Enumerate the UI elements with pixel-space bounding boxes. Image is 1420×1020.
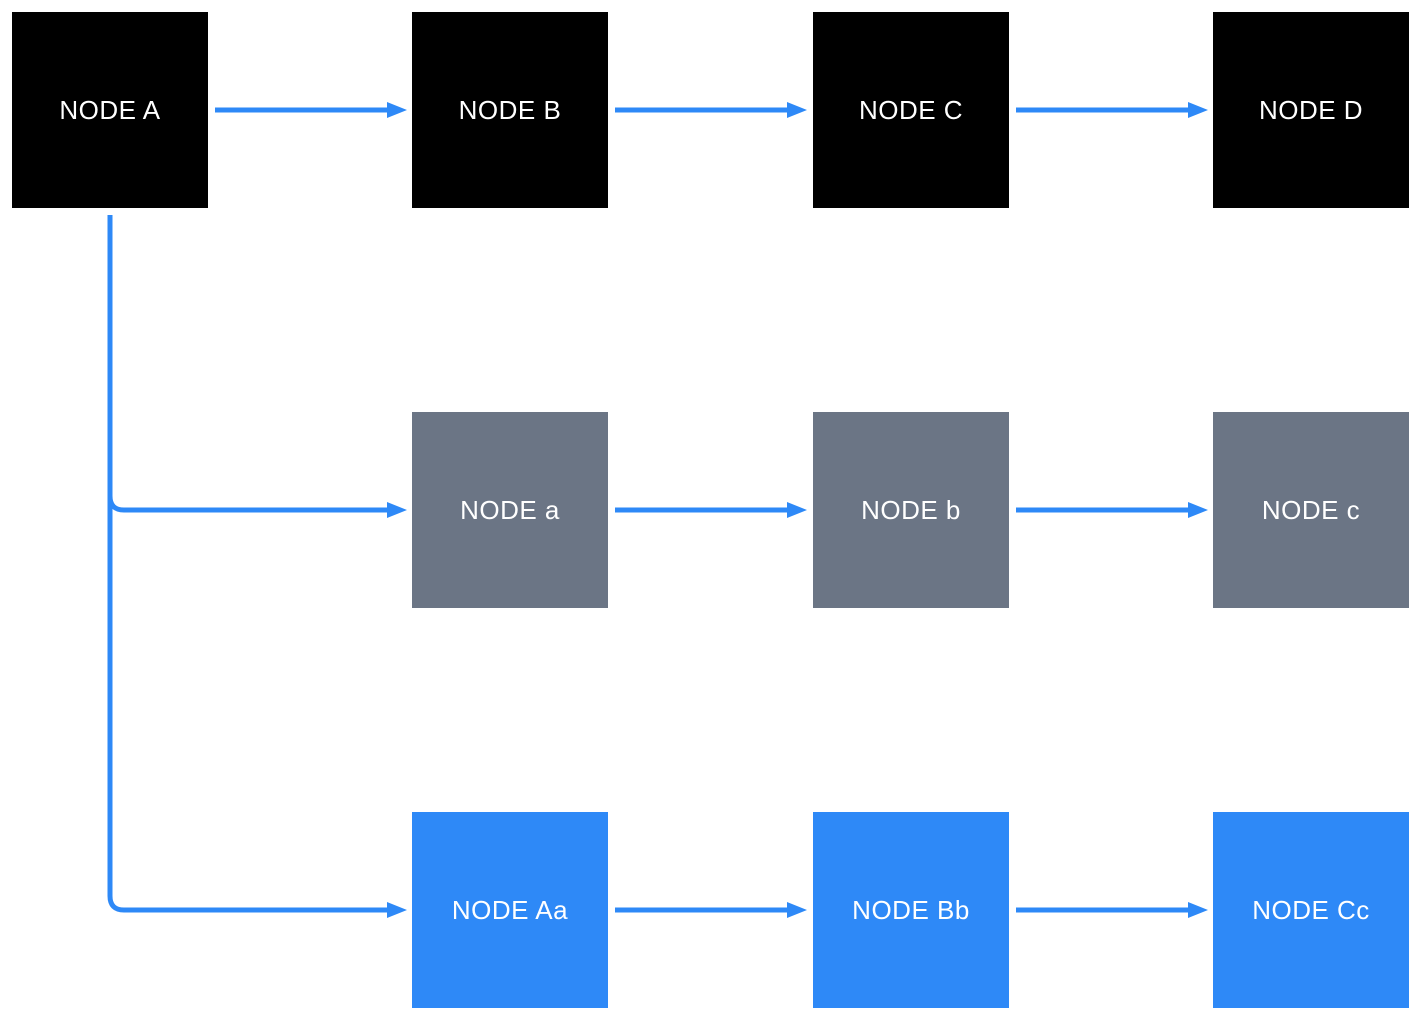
node-b[interactable]: NODE b	[813, 412, 1009, 608]
node-A[interactable]: NODE A	[12, 12, 208, 208]
node-a-label: NODE a	[460, 494, 560, 525]
node-C-label: NODE C	[858, 94, 964, 125]
edge-A-a	[107, 215, 407, 518]
node-c[interactable]: NODE c	[1213, 412, 1409, 608]
node-B-label: NODE B	[458, 94, 562, 125]
node-b-label: NODE b	[861, 494, 961, 525]
edge-A-Aa	[107, 215, 407, 918]
node-D[interactable]: NODE D	[1213, 12, 1409, 208]
node-Bb[interactable]: NODE Bb	[813, 812, 1009, 1008]
node-A-label: NODE A	[59, 94, 161, 125]
node-D-label: NODE D	[1258, 94, 1364, 125]
node-C[interactable]: NODE C	[813, 12, 1009, 208]
node-Cc[interactable]: NODE Cc	[1213, 812, 1409, 1008]
node-a[interactable]: NODE a	[412, 412, 608, 608]
node-Aa[interactable]: NODE Aa	[412, 812, 608, 1008]
node-Bb-label: NODE Bb	[852, 894, 970, 925]
node-Aa-label: NODE Aa	[451, 894, 569, 925]
node-Cc-label: NODE Cc	[1252, 894, 1370, 925]
node-c-label: NODE c	[1261, 494, 1361, 525]
node-B[interactable]: NODE B	[412, 12, 608, 208]
